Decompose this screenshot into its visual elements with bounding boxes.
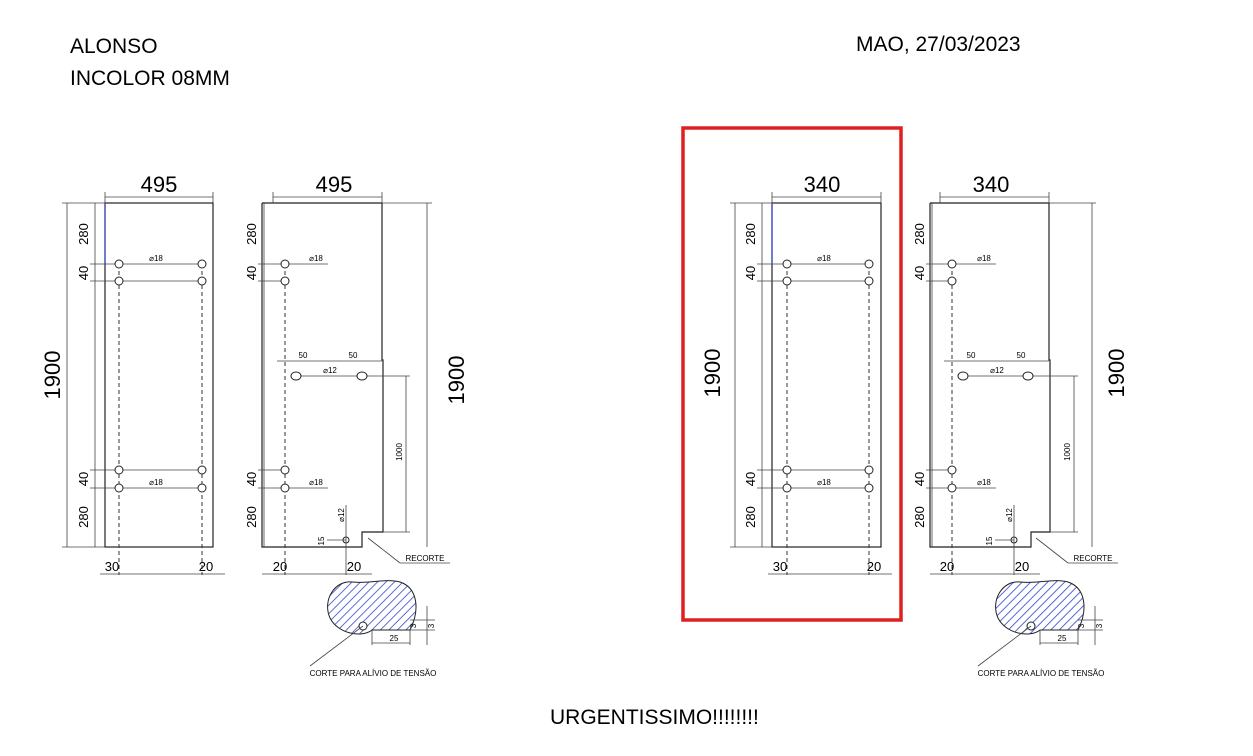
- relief-dim: 3: [1095, 623, 1104, 628]
- notch-height: 1000: [395, 443, 404, 461]
- top-offset-2: 40: [912, 266, 927, 280]
- hole-label: ⌀18: [977, 478, 991, 487]
- top-offset-2: 40: [76, 266, 91, 280]
- panel-4: 340 1900 1000 280 40 40 280 ⌀18 ⌀18 ⌀12 …: [912, 172, 1129, 678]
- notch-offset-right: 50: [1017, 351, 1026, 360]
- notch-offset-right: 50: [349, 351, 358, 360]
- width-label: 495: [316, 172, 353, 197]
- bottom-offset-2: 280: [743, 506, 758, 528]
- top-offset-1: 280: [743, 223, 758, 245]
- hole-label: ⌀18: [149, 478, 163, 487]
- hole-label: ⌀12: [990, 366, 1004, 375]
- margin-left: 20: [273, 559, 287, 574]
- top-offset-1: 280: [912, 223, 927, 245]
- hole-label: ⌀12: [323, 366, 337, 375]
- margin-left: 20: [940, 559, 954, 574]
- bottom-offset-2: 280: [244, 506, 259, 528]
- hole-label: ⌀18: [309, 254, 323, 263]
- relief-dim: 3: [427, 623, 436, 628]
- top-offset-1: 280: [244, 223, 259, 245]
- notch-height: 1000: [1063, 443, 1072, 461]
- urgent-note: URGENTISSIMO!!!!!!!!: [550, 706, 759, 729]
- material-spec: INCOLOR 08MM: [70, 67, 230, 90]
- width-label: 340: [973, 172, 1010, 197]
- top-offset-2: 40: [244, 266, 259, 280]
- bottom-offset-1: 40: [912, 472, 927, 486]
- panel-1: 495 1900 280 40 40 280 ⌀18 ⌀18 30 20: [40, 172, 225, 575]
- margin-right: 20: [867, 559, 881, 574]
- client-name: ALONSO: [70, 35, 158, 58]
- place-date: MAO, 27/03/2023: [856, 33, 1021, 56]
- small-dim: 15: [985, 536, 994, 545]
- hole-label: ⌀18: [977, 254, 991, 263]
- glass-outline: [771, 202, 882, 548]
- bottom-offset-2: 280: [76, 506, 91, 528]
- relief-label: CORTE PARA ALÍVIO DE TENSÃO: [310, 669, 437, 678]
- bottom-offset-2: 280: [912, 506, 927, 528]
- height-label: 1900: [700, 349, 725, 398]
- hole-label: ⌀12: [337, 508, 346, 522]
- relief-dim: 3: [409, 623, 418, 628]
- bottom-offset-1: 40: [743, 472, 758, 486]
- bottom-offset-1: 40: [244, 472, 259, 486]
- cut-label: RECORTE: [1074, 554, 1113, 563]
- height-label: 1900: [40, 351, 65, 400]
- width-label: 495: [141, 172, 178, 197]
- height-label: 1900: [444, 356, 469, 405]
- notch-offset-left: 50: [967, 351, 976, 360]
- margin-left: 30: [105, 559, 119, 574]
- relief-label: CORTE PARA ALÍVIO DE TENSÃO: [978, 669, 1105, 678]
- relief-dim: 25: [1058, 634, 1067, 643]
- bottom-offset-1: 40: [76, 472, 91, 486]
- highlight-box: [681, 126, 903, 622]
- hole-label: ⌀12: [1005, 508, 1014, 522]
- margin-right: 20: [347, 559, 361, 574]
- relief-dim: 3: [1077, 623, 1086, 628]
- notch-offset-left: 50: [299, 351, 308, 360]
- margin-right: 20: [199, 559, 213, 574]
- hole-label: ⌀18: [149, 254, 163, 263]
- relief-dim: 25: [390, 634, 399, 643]
- cut-label: RECORTE: [406, 554, 445, 563]
- panel-3: 340 1900 280 40 40 280 ⌀18 ⌀18 30 20: [700, 172, 892, 575]
- width-label: 340: [804, 172, 841, 197]
- height-label: 1900: [1104, 349, 1129, 398]
- glass-outline: [104, 202, 214, 548]
- panel-2: 495 1900 1000 280 40 40 280 ⌀18 ⌀18: [244, 172, 469, 678]
- hole-label: ⌀18: [817, 254, 831, 263]
- margin-right: 20: [1015, 559, 1029, 574]
- top-offset-1: 280: [76, 223, 91, 245]
- small-dim: 15: [317, 536, 326, 545]
- hole-label: ⌀18: [309, 478, 323, 487]
- hole-label: ⌀18: [817, 478, 831, 487]
- top-offset-2: 40: [743, 266, 758, 280]
- margin-left: 30: [773, 559, 787, 574]
